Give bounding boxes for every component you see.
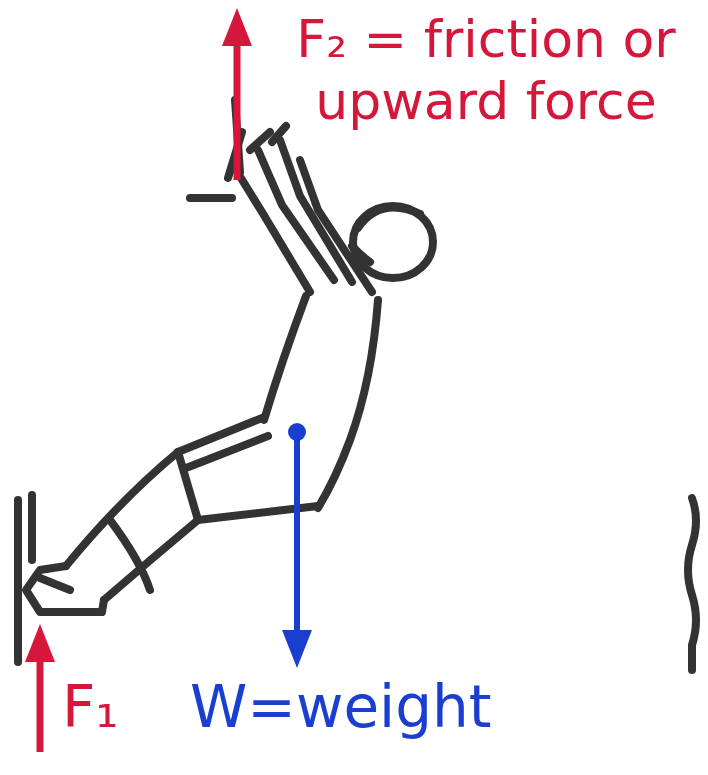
force-label: F₂ = friction or upward force [268,8,704,132]
weight-label: W=weight [190,672,550,742]
force-label: F₁ [62,672,142,742]
